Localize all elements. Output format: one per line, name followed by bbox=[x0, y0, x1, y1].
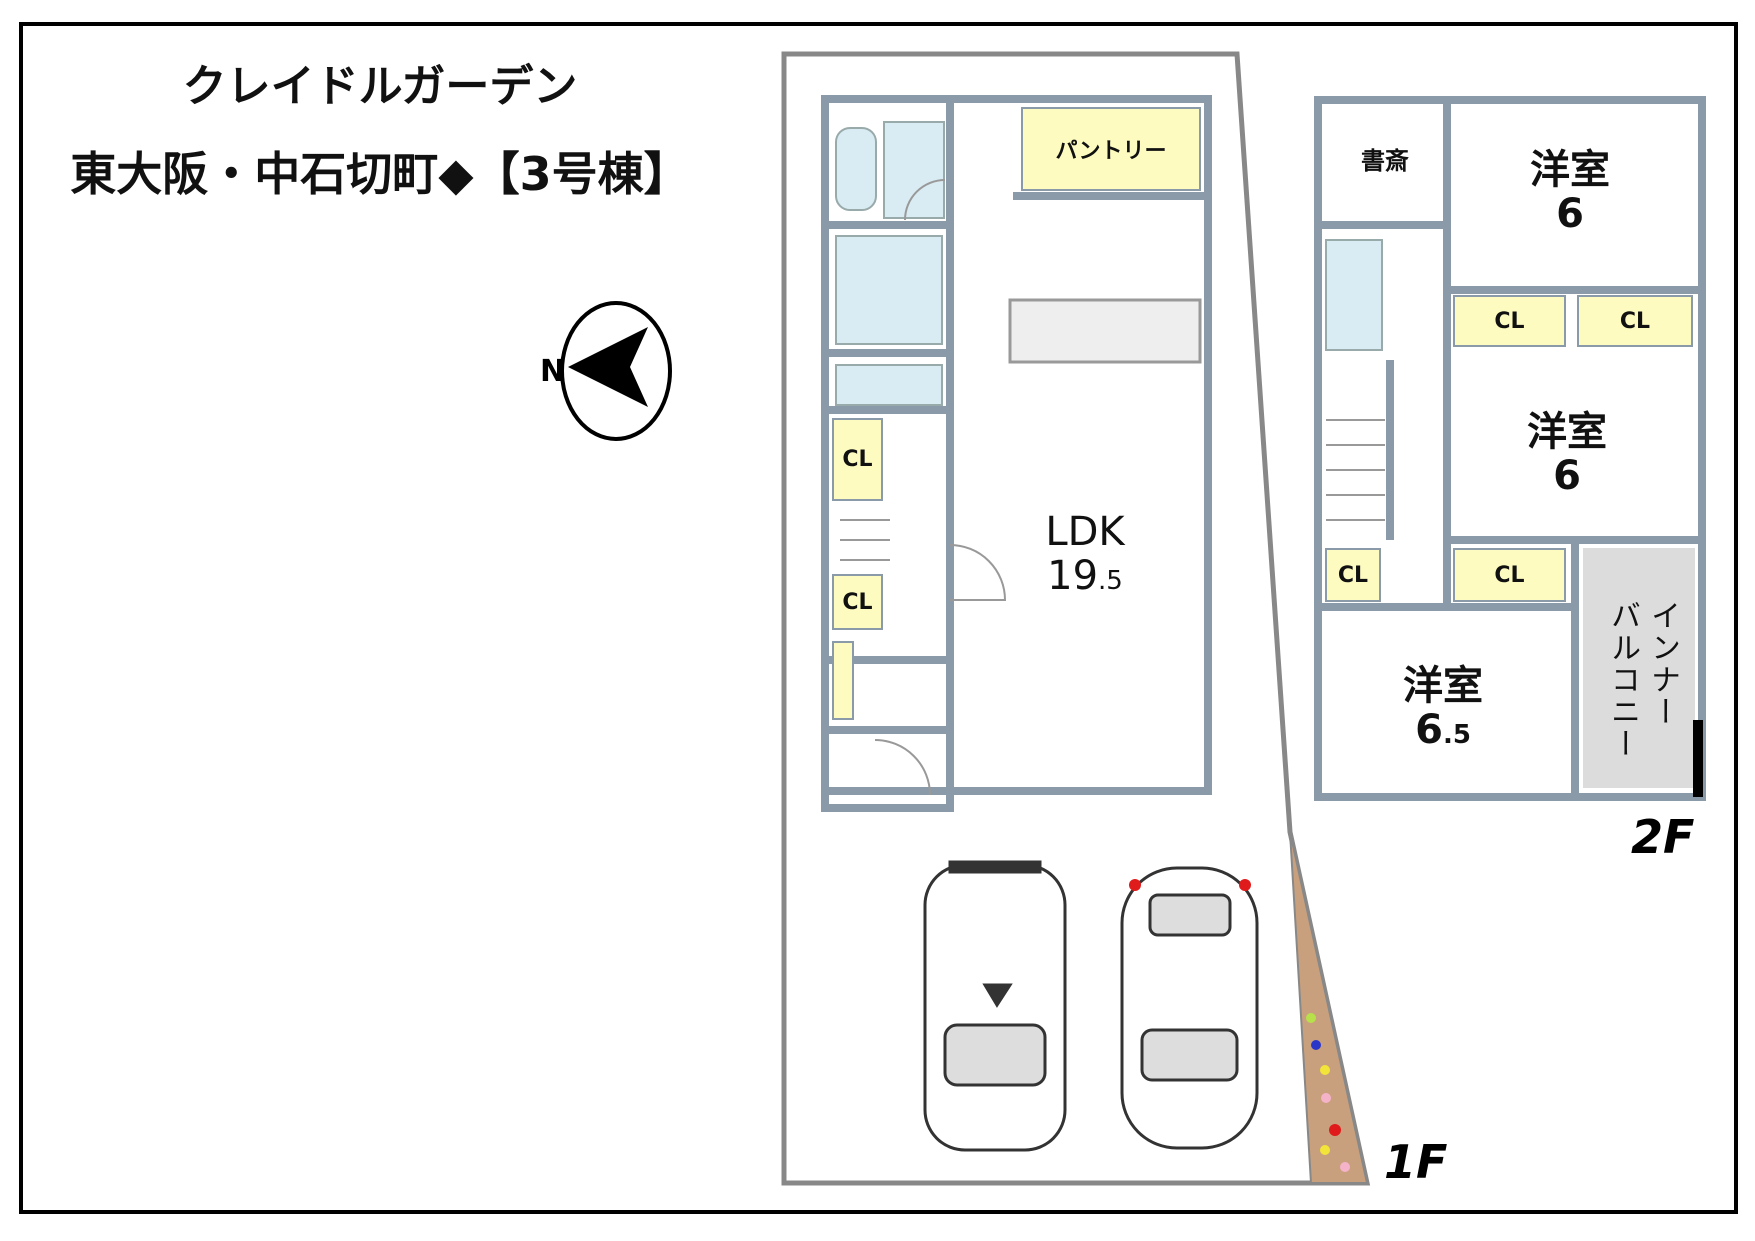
door-swing bbox=[949, 544, 1007, 601]
property-location: 東大阪・中石切町◆【3号棟】 bbox=[70, 147, 690, 201]
room-name: 洋室 bbox=[1527, 409, 1607, 455]
room-size: 6 bbox=[1415, 707, 1443, 753]
car-icon bbox=[923, 860, 1067, 1152]
room-size: 6 bbox=[1556, 191, 1584, 237]
closet-label: CL bbox=[832, 418, 883, 501]
approach-path bbox=[1289, 831, 1369, 1184]
western-room-3-label: 洋室 6.5 bbox=[1373, 664, 1513, 752]
kitchen-counter bbox=[1008, 298, 1202, 364]
closet-small bbox=[832, 641, 854, 720]
floor1-stairs bbox=[840, 519, 890, 561]
ldk-label: LDK 19.5 bbox=[1020, 510, 1150, 598]
room-name: 洋室 bbox=[1530, 147, 1610, 193]
floor2-stairs bbox=[1326, 419, 1385, 521]
closet-label: CL bbox=[1325, 548, 1381, 602]
ldk-size: 19 bbox=[1047, 553, 1099, 599]
north-arrow-icon bbox=[568, 327, 648, 407]
closet-label: CL bbox=[832, 574, 883, 630]
western-room-1-label: 洋室 6 bbox=[1500, 148, 1640, 236]
study-label: 書斎 bbox=[1361, 147, 1409, 175]
ldk-size-decimal: .5 bbox=[1098, 566, 1123, 596]
north-label: N bbox=[540, 354, 565, 389]
closet-label: CL bbox=[1577, 295, 1693, 347]
floor1-label: 1F bbox=[1384, 1135, 1448, 1189]
room-size-decimal: .5 bbox=[1442, 720, 1471, 750]
floor2-walls bbox=[1314, 96, 1706, 801]
balcony-label-col1: インナー bbox=[1645, 600, 1680, 728]
balcony-label-col2: バルコニー bbox=[1605, 600, 1640, 760]
closet-label: CL bbox=[1453, 295, 1566, 347]
closet-label: CL bbox=[1453, 548, 1566, 602]
floor1-walls bbox=[821, 95, 1212, 812]
path-flowers bbox=[1306, 1013, 1350, 1172]
inner-balcony-fill bbox=[1583, 548, 1695, 788]
toilet-icon bbox=[1325, 239, 1383, 351]
property-name: クレイドルガーデン bbox=[182, 61, 578, 112]
western-room-2-label: 洋室 6 bbox=[1497, 410, 1637, 498]
outer-frame bbox=[19, 22, 1738, 1214]
car-icon bbox=[1120, 866, 1259, 1150]
compass-icon: N bbox=[540, 301, 672, 441]
ldk-name: LDK bbox=[1045, 509, 1125, 555]
room-size: 6 bbox=[1553, 453, 1581, 499]
floor2-label: 2F bbox=[1631, 810, 1695, 864]
pantry-label: パントリー bbox=[1021, 107, 1201, 191]
bathtub-icon bbox=[835, 127, 877, 211]
room-name: 洋室 bbox=[1403, 663, 1483, 709]
